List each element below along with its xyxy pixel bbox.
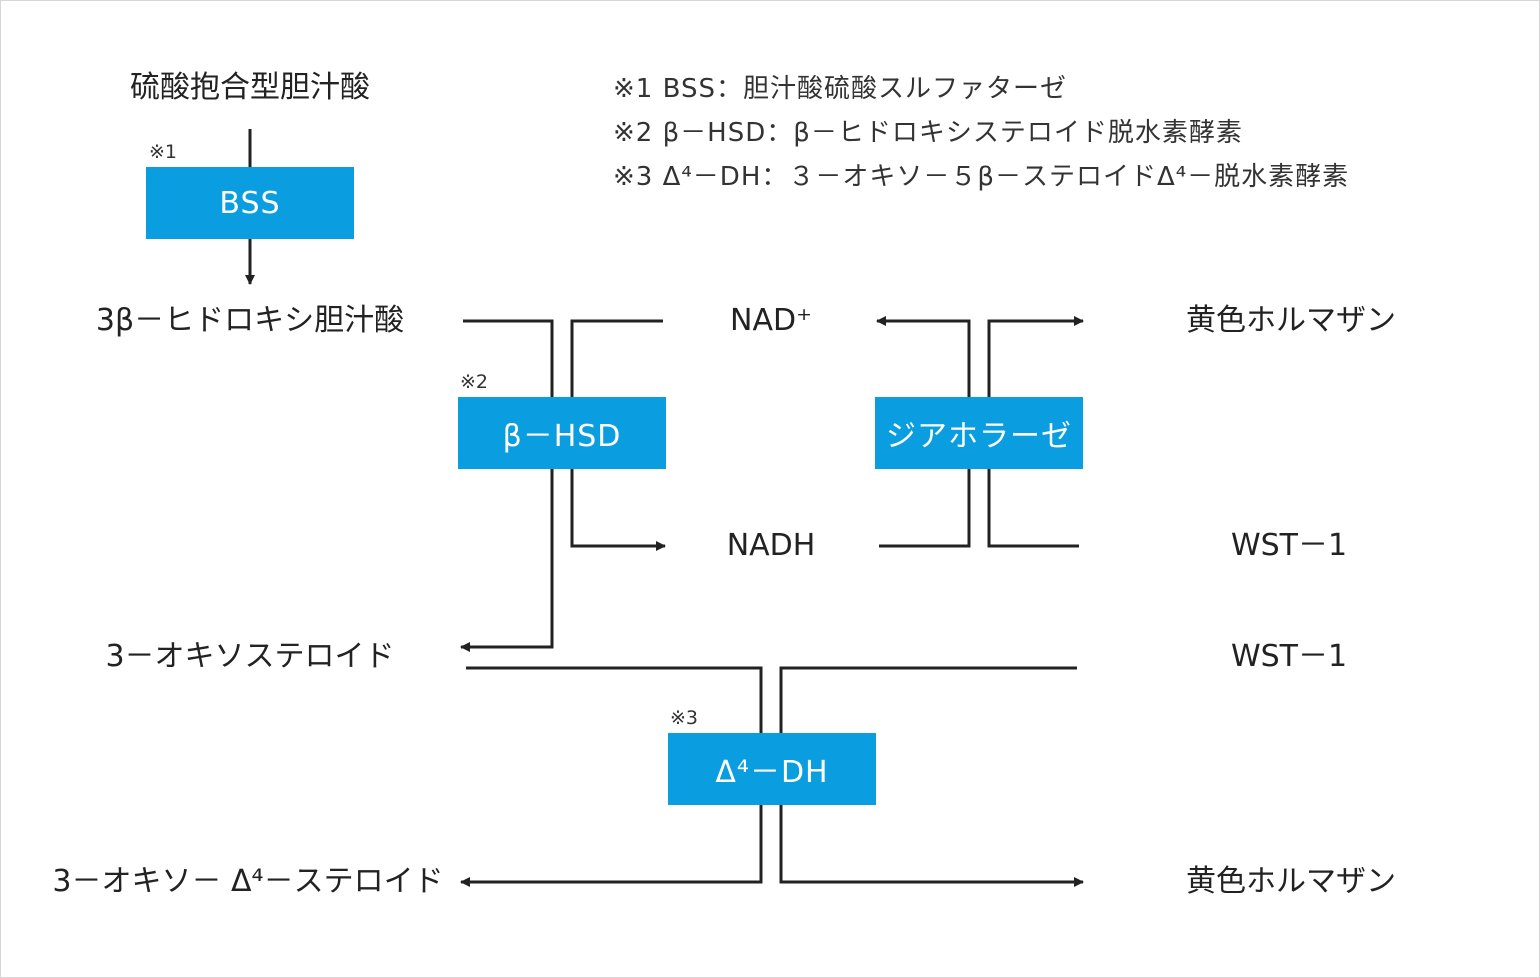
legend: ※1 BSS：胆汁酸硫酸スルファターゼ ※2 β－HSD：β－ヒドロキシステロイ… (613, 67, 1349, 199)
nad-plus-label: NAD⁺ (730, 303, 812, 338)
bss-enzyme-label: BSS (219, 185, 281, 221)
diaphorase-to-nadplus-arrow (876, 316, 971, 399)
diaphorase-enzyme-label: ジアホラーゼ (886, 419, 1072, 454)
d4dh-note: ※3 (670, 707, 699, 729)
bhsd-enzyme-label: β－HSD (502, 419, 622, 454)
bss-note: ※1 (149, 141, 178, 163)
wst-top-label: WST－1 (1230, 528, 1348, 563)
d4dh-to-formazan-arrow (779, 804, 1084, 887)
legend-item-d4dh: ※3 Δ⁴－DH：３－オキソ－５β－ステロイドΔ⁴－脱水素酵素 (613, 162, 1350, 192)
legend-item-bss: ※1 BSS：胆汁酸硫酸スルファターゼ (613, 74, 1067, 104)
bhsd-enzyme-box: β－HSD (458, 397, 666, 469)
hsd-to-nadh-arrow (570, 469, 666, 551)
oxosteroid-to-d4dh-line (466, 666, 763, 734)
wst-bottom-label: WST－1 (1230, 639, 1348, 674)
d4dh-enzyme-box: Δ⁴－DH (668, 733, 876, 805)
sulfated-bile-acid-label: 硫酸抱合型胆汁酸 (130, 70, 370, 105)
wst-to-diaphorase-line (987, 469, 1079, 548)
nadplus-to-hsd-line (570, 319, 663, 399)
bhsd-note: ※2 (460, 371, 489, 393)
formazan-top-label: 黄色ホルマザン (1186, 303, 1396, 338)
formazan-bottom-label: 黄色ホルマザン (1186, 864, 1396, 899)
diaphorase-to-formazan-arrow (987, 316, 1084, 399)
nadh-label: NADH (726, 528, 816, 563)
hydroxy-bile-acid-label: 3β－ヒドロキシ胆汁酸 (95, 303, 405, 338)
oxo-steroid-label: 3－オキソステロイド (105, 639, 395, 674)
nadh-to-diaphorase-line (879, 469, 971, 548)
hydroxy-to-hsd-line (463, 319, 554, 399)
legend-item-bhsd: ※2 β－HSD：β－ヒドロキシステロイド脱水素酵素 (613, 118, 1243, 148)
bss-enzyme-box: BSS (146, 167, 354, 239)
d4dh-to-product-arrow (460, 804, 763, 887)
d4dh-enzyme-label: Δ⁴－DH (715, 755, 829, 790)
hsd-to-oxosteroid-arrow (460, 469, 554, 652)
wst-to-d4dh-line (779, 666, 1077, 734)
diaphorase-enzyme-box: ジアホラーゼ (875, 397, 1083, 469)
oxo-delta-steroid-label: 3－オキソ－ Δ⁴－ステロイド (52, 864, 444, 899)
